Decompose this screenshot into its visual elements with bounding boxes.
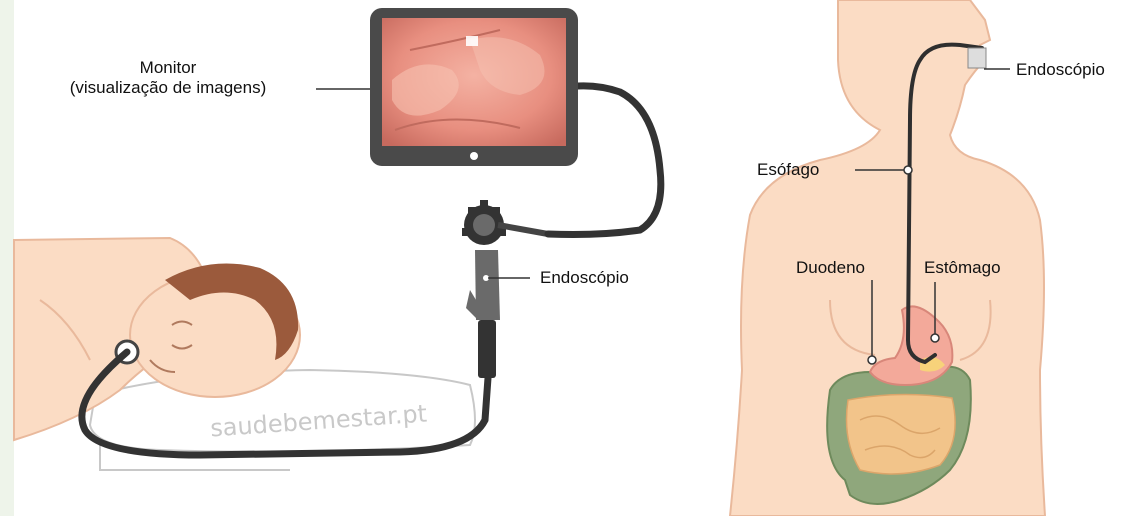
monitor-label-line1: Monitor (20, 58, 316, 78)
endoscope-handle (462, 200, 548, 378)
stomach-marker (931, 334, 939, 342)
endoscope-left-label: Endoscópio (540, 268, 629, 288)
monitor-label: Monitor (visualização de imagens) (20, 58, 316, 98)
mouthguard (968, 48, 986, 68)
duodenum-marker (868, 356, 876, 364)
esophagus-marker (904, 166, 912, 174)
stomach-label: Estômago (924, 258, 1001, 278)
esophagus-label: Esófago (757, 160, 819, 180)
endoscope-right-label: Endoscópio (1016, 60, 1105, 80)
duodenum-label: Duodeno (796, 258, 865, 278)
monitor-label-line2: (visualização de imagens) (20, 78, 316, 98)
monitor-power-dot (470, 152, 478, 160)
monitor (370, 8, 578, 166)
left-edge-bar (0, 0, 14, 516)
